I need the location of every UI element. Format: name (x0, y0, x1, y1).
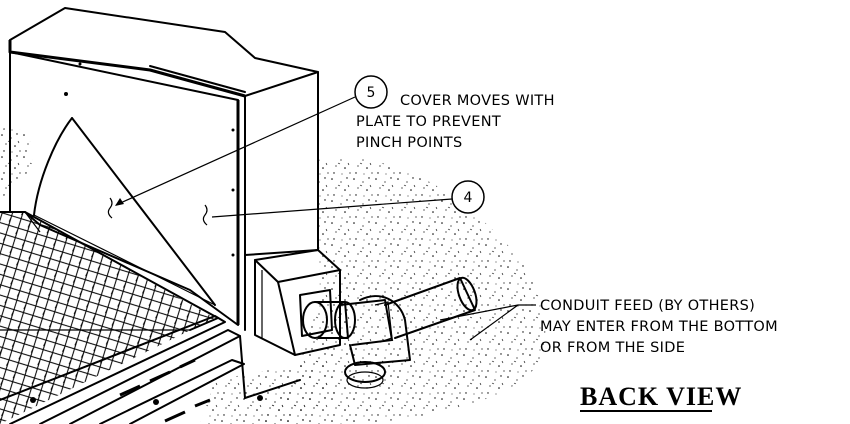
callout-5: 5 (115, 75, 388, 206)
conduit-feed-line-1: CONDUIT FEED (BY OTHERS) (540, 298, 755, 314)
cover-moves-note: COVER MOVES WITH PLATE TO PREVENT PINCH … (356, 93, 555, 151)
conduit-feed-note: CONDUIT FEED (BY OTHERS) MAY ENTER FROM … (439, 298, 778, 356)
view-title: BACK VIEW (580, 382, 742, 411)
callout-5-leader (115, 96, 356, 206)
conduit-box (254, 249, 341, 356)
conduit-feed-leader (439, 304, 536, 341)
callout-5-bubble (354, 75, 388, 109)
cover-moves-line-2: PLATE TO PREVENT (356, 114, 501, 130)
cover-moves-line-3: PINCH POINTS (356, 135, 462, 151)
conduit-pipe (302, 276, 478, 389)
callout-5-number: 5 (367, 85, 376, 101)
frame-rails (0, 315, 301, 424)
concrete-ground (0, 127, 546, 424)
callout-4-bubble (451, 180, 485, 214)
callout-4: 4 (211, 180, 485, 218)
callout-4-leader (211, 198, 453, 218)
callout-4-number: 4 (464, 190, 473, 206)
conduit-feed-line-2: MAY ENTER FROM THE BOTTOM (540, 319, 778, 335)
cover-moves-line-1: COVER MOVES WITH (400, 93, 555, 109)
diamond-plate (0, 211, 219, 424)
conduit-feed-line-3: OR FROM THE SIDE (540, 340, 685, 356)
view-title-group: BACK VIEW (580, 382, 742, 412)
